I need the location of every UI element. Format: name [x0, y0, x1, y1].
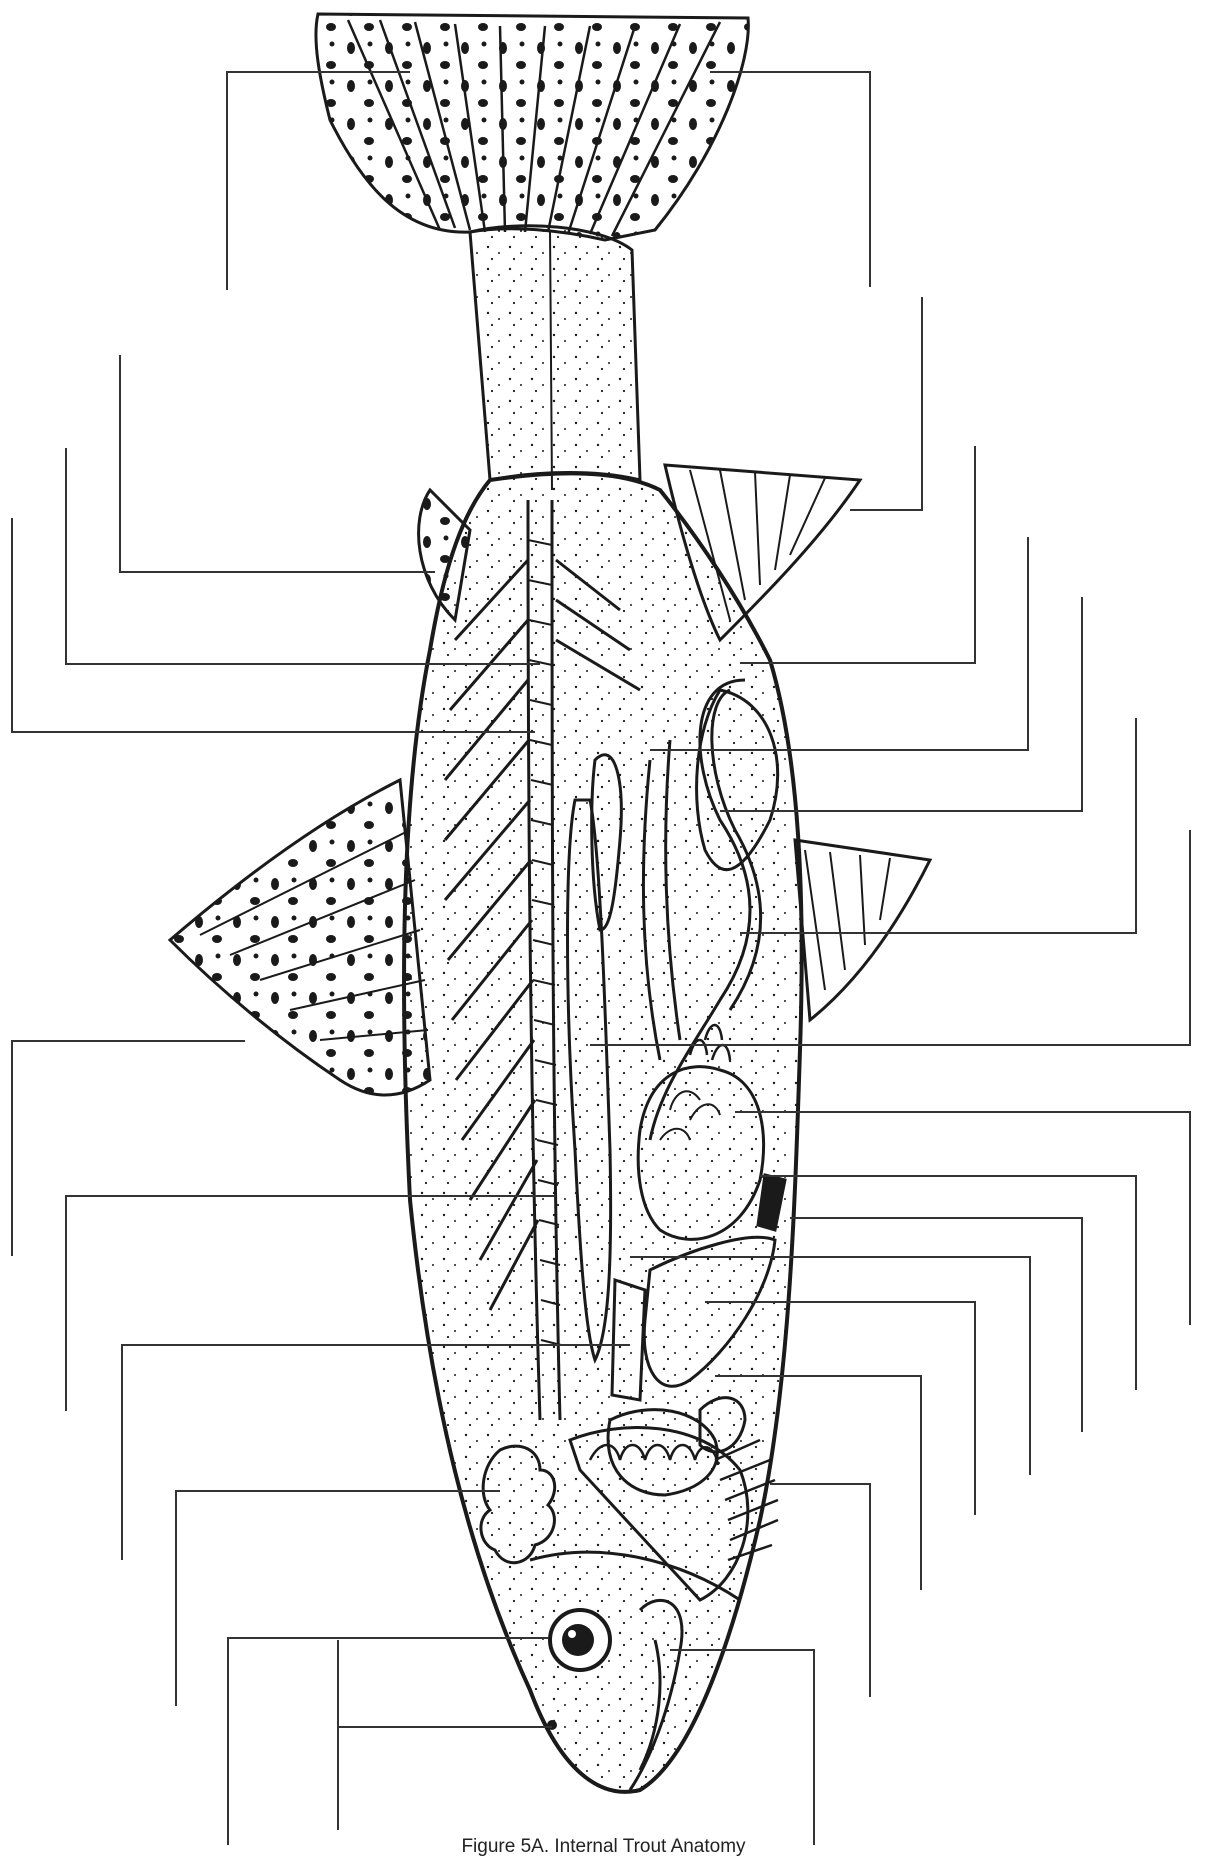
caudal-peduncle: [470, 226, 640, 490]
pelvic-fin: [795, 840, 930, 1020]
eye: [550, 1610, 610, 1670]
caudal-fin: [316, 14, 748, 240]
leader-right-14: [770, 1484, 870, 1697]
leader-right-2: [850, 297, 922, 510]
nostril: [547, 1720, 557, 1730]
leader-right-10: [790, 1218, 1082, 1432]
leader-right-1: [710, 72, 870, 287]
trout-body: [404, 473, 802, 1791]
figure-caption: Figure 5A. Internal Trout Anatomy: [0, 1836, 1207, 1858]
leader-left-9: [228, 1638, 548, 1845]
leader-left-2: [120, 355, 435, 572]
leader-right-9: [760, 1176, 1136, 1390]
pectoral-fin: [170, 780, 430, 1095]
leader-left-5: [12, 1041, 245, 1256]
